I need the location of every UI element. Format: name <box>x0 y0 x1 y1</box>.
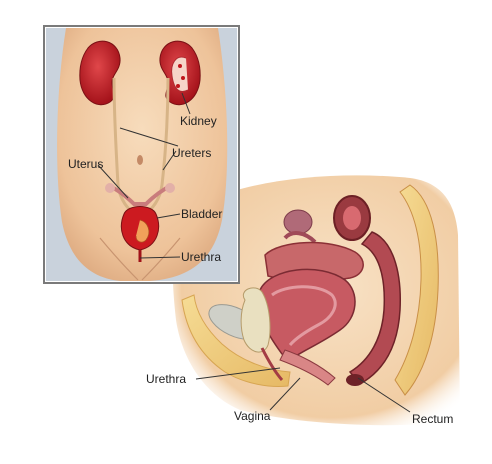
uterus <box>258 268 356 361</box>
spine-region <box>394 184 439 396</box>
fallopian-tube <box>283 231 317 244</box>
ovary-right <box>165 183 175 193</box>
left-ureter <box>112 77 137 216</box>
uterus-lining <box>271 285 337 346</box>
right-ureter <box>143 77 170 216</box>
urethra-inset-leader <box>139 256 181 259</box>
kidney-leader <box>181 92 191 115</box>
ovary <box>283 209 313 235</box>
pelvis-side-view <box>172 175 460 426</box>
navel <box>137 155 143 165</box>
uterus-front <box>107 183 173 206</box>
ureters-leader-b <box>162 150 177 171</box>
bladder-side <box>240 287 271 353</box>
uterus-leader <box>97 164 129 199</box>
rectum-leader <box>357 377 411 413</box>
kidney-pyramid <box>181 76 185 80</box>
leader-lines <box>97 92 411 413</box>
label-uterus: Uterus <box>68 157 103 171</box>
label-rectum: Rectum <box>412 412 453 426</box>
vagina-canal <box>279 349 336 386</box>
kidney-inner <box>171 56 189 92</box>
ureters-leader-a <box>119 127 179 147</box>
urethra-canal <box>260 347 284 381</box>
label-ureters: Ureters <box>172 146 211 160</box>
urethra-side-leader <box>195 367 281 380</box>
anus <box>346 374 364 386</box>
label-bladder: Bladder <box>181 207 222 221</box>
colon-lumen <box>343 206 361 230</box>
bladder-cut <box>135 219 150 243</box>
label-kidney: Kidney <box>180 114 217 128</box>
vagina-leader <box>269 377 301 411</box>
label-vagina: Vagina <box>234 409 271 423</box>
kidney-pyramid <box>178 64 182 68</box>
groin-lines <box>99 237 181 281</box>
bladder-leader <box>156 213 181 219</box>
ovary-left <box>105 183 115 193</box>
kidney-pyramid <box>176 84 180 88</box>
front-view-inset <box>43 25 240 284</box>
labels: Kidney Ureters Uterus Bladder Urethra Ur… <box>68 114 453 426</box>
label-urethra-inset: Urethra <box>181 250 221 264</box>
label-urethra-side: Urethra <box>146 372 186 386</box>
